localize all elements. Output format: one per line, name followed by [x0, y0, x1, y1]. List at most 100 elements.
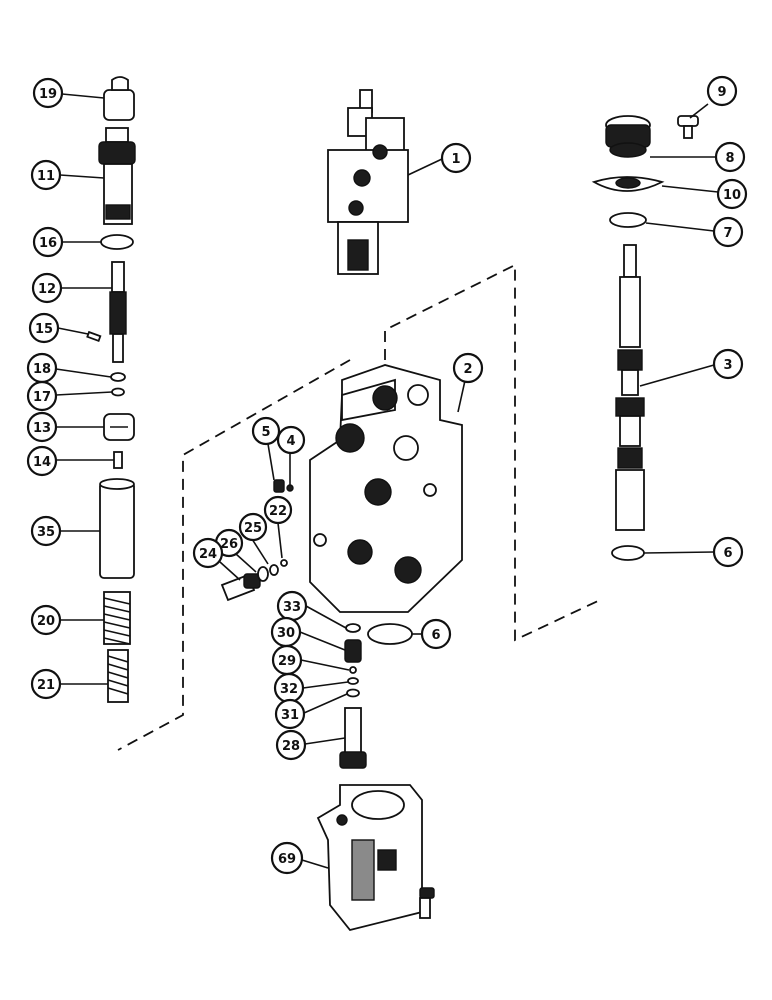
part-sleeve-35 [99, 478, 135, 579]
callout-21: 21 [30, 668, 62, 700]
part-ring-26 [257, 566, 269, 582]
part-ring-32 [347, 677, 359, 685]
svg-text:6: 6 [723, 546, 732, 561]
callout-24: 24 [192, 537, 224, 569]
svg-text:14: 14 [33, 455, 51, 470]
callout-9: 9 [706, 75, 738, 107]
callout-12: 12 [31, 272, 63, 304]
part-ring-18 [110, 372, 126, 382]
callout-14: 14 [26, 445, 58, 477]
callout-7: 7 [712, 216, 744, 248]
part-spring-5 [273, 479, 285, 493]
callout-19: 19 [32, 77, 64, 109]
callout-35: 35 [30, 515, 62, 547]
part-poppet-28 [339, 707, 367, 769]
part-bolt-bottom [419, 887, 435, 919]
part-ring-33 [345, 623, 361, 633]
svg-text:6: 6 [431, 628, 440, 643]
part-plug-24 [220, 573, 261, 602]
svg-text:11: 11 [37, 169, 55, 184]
svg-text:15: 15 [35, 322, 53, 337]
callout-25: 25 [238, 512, 268, 542]
callout-3: 3 [712, 348, 744, 380]
callout-bottom: 69 [270, 841, 304, 875]
callout-32: 32 [273, 672, 305, 704]
svg-text:30: 30 [277, 626, 295, 641]
svg-text:22: 22 [269, 504, 287, 519]
svg-text:13: 13 [33, 421, 51, 436]
callout-33: 33 [276, 590, 308, 622]
svg-text:26: 26 [220, 537, 238, 552]
part-ball-29 [349, 666, 357, 674]
part-valve-assembly-1 [327, 89, 409, 275]
svg-text:31: 31 [281, 708, 299, 723]
svg-text:24: 24 [199, 547, 217, 562]
svg-text:33: 33 [283, 600, 301, 615]
callout-15: 15 [28, 312, 60, 344]
svg-text:32: 32 [280, 682, 298, 697]
part-spring-21 [107, 649, 129, 703]
svg-text:3: 3 [723, 358, 732, 373]
part-valve-11 [98, 127, 136, 225]
svg-text:19: 19 [39, 87, 57, 102]
part-ball-22 [280, 559, 288, 567]
part-spring-30 [344, 639, 362, 663]
svg-text:35: 35 [37, 525, 55, 540]
callout-2: 2 [452, 352, 484, 384]
callout-6-right: 6 [712, 536, 744, 568]
svg-text:2: 2 [463, 362, 472, 377]
part-ring-25 [269, 564, 279, 576]
part-flange-10 [591, 176, 665, 192]
callout-28: 28 [275, 729, 307, 761]
svg-text:25: 25 [244, 521, 262, 536]
callout-29: 29 [271, 644, 303, 676]
part-oring-16 [100, 234, 134, 250]
svg-text:8: 8 [725, 151, 734, 166]
callout-22: 22 [263, 495, 293, 525]
callout-16: 16 [32, 226, 64, 258]
svg-text:18: 18 [33, 362, 51, 377]
callout-31: 31 [274, 698, 306, 730]
part-oring-6-center [367, 623, 413, 645]
callout-5: 5 [251, 416, 281, 446]
svg-text:21: 21 [37, 678, 55, 693]
part-screw-9 [677, 115, 699, 139]
callout-10: 10 [716, 178, 748, 210]
svg-text:7: 7 [723, 226, 732, 241]
svg-text:69: 69 [278, 852, 296, 867]
part-end-housing [316, 784, 423, 932]
callout-13: 13 [26, 411, 58, 443]
part-ring-17 [111, 387, 125, 397]
part-screw-14 [113, 451, 123, 469]
assembly-guide-right [384, 263, 601, 642]
callout-4: 4 [276, 425, 306, 455]
callout-8: 8 [714, 141, 746, 173]
svg-text:4: 4 [286, 434, 295, 449]
callout-6-center: 6 [420, 618, 452, 650]
part-ball-4 [286, 484, 294, 492]
callout-20: 20 [30, 604, 62, 636]
callout-1: 1 [440, 142, 472, 174]
part-spool-3 [615, 244, 645, 531]
svg-text:10: 10 [723, 188, 741, 203]
part-pin-15 [86, 330, 102, 343]
callout-30: 30 [270, 616, 302, 648]
svg-text:12: 12 [38, 282, 56, 297]
part-ring-31 [346, 688, 360, 698]
leader-lines [55, 93, 719, 869]
svg-text:1: 1 [451, 152, 460, 167]
part-spool-12 [109, 261, 127, 363]
svg-text:29: 29 [278, 654, 296, 669]
svg-text:28: 28 [282, 739, 300, 754]
svg-text:5: 5 [261, 425, 270, 440]
part-ring-7 [609, 212, 647, 228]
callout-11: 11 [30, 159, 62, 191]
callout-18: 18 [26, 352, 58, 384]
part-cap-8 [605, 115, 651, 158]
part-cap-19 [103, 76, 135, 121]
part-spring-20 [103, 591, 131, 645]
part-oring-6-right [611, 545, 645, 561]
part-block-13 [103, 413, 135, 441]
svg-text:20: 20 [37, 614, 55, 629]
